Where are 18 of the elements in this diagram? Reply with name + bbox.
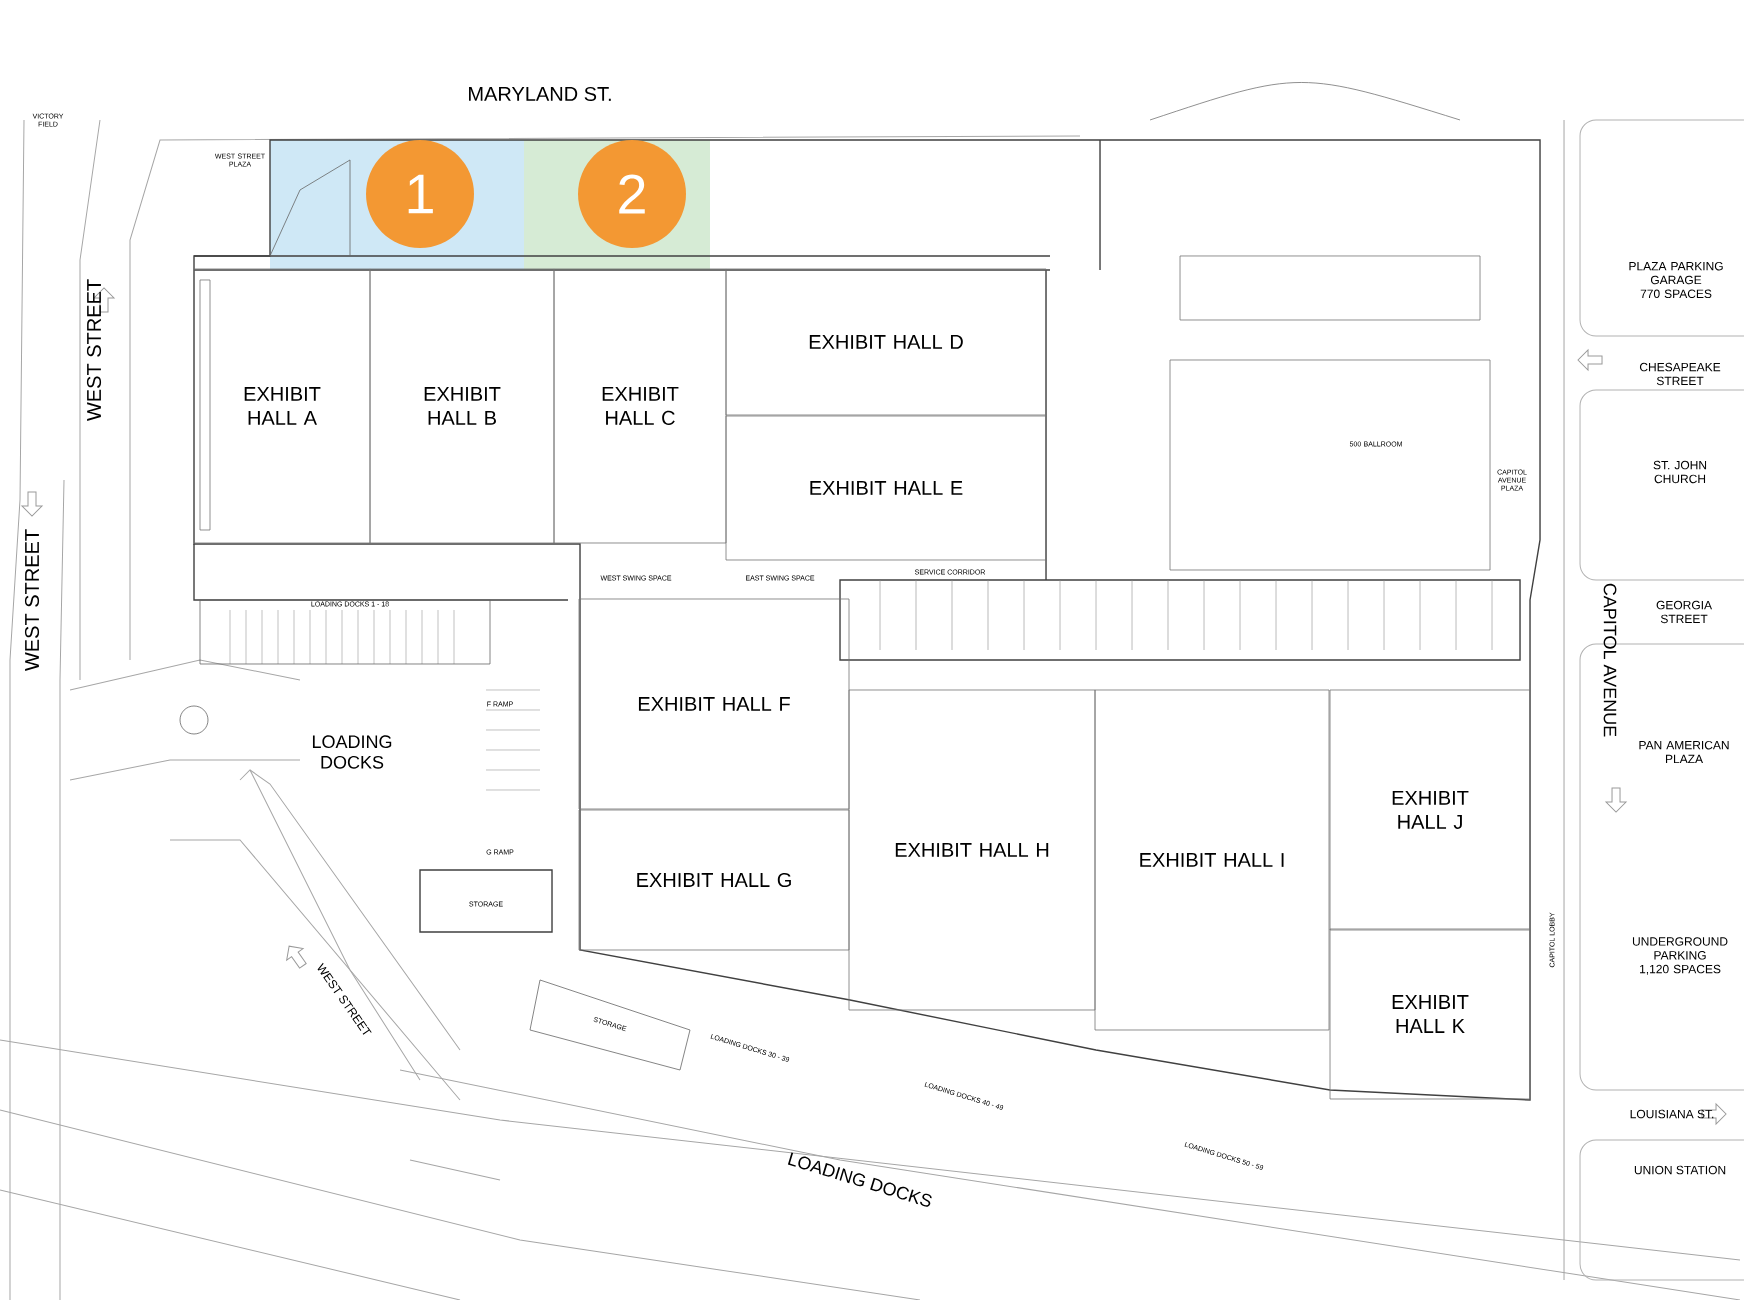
exhibit-hall: EXHIBIT HALL C [553,268,727,544]
place-label: WEST STREET [86,279,102,421]
exhibit-hall: EXHIBIT HALL A [193,268,371,544]
number-badge: 2 [578,140,686,248]
place-label: LOADING DOCKS [312,735,392,769]
place-label: WEST STREET [24,529,40,671]
number-badge: 1 [366,140,474,248]
exhibit-hall: EXHIBIT HALL K [1329,928,1531,1100]
exhibit-hall: EXHIBIT HALL F [578,598,850,810]
exhibit-hall: EXHIBIT HALL D [725,268,1047,416]
exhibit-hall: EXHIBIT HALL B [369,268,555,544]
exhibit-hall: EXHIBIT HALL H [848,689,1096,1011]
place-label: MARYLAND ST. [469,86,611,102]
place-label: CAPITOL AVENUE [1603,583,1617,737]
exhibit-hall: EXHIBIT HALL I [1094,689,1330,1031]
exhibit-hall: EXHIBIT HALL J [1329,689,1531,931]
exhibit-hall: EXHIBIT HALL G [578,809,850,951]
exhibit-hall: EXHIBIT HALL E [725,415,1047,561]
